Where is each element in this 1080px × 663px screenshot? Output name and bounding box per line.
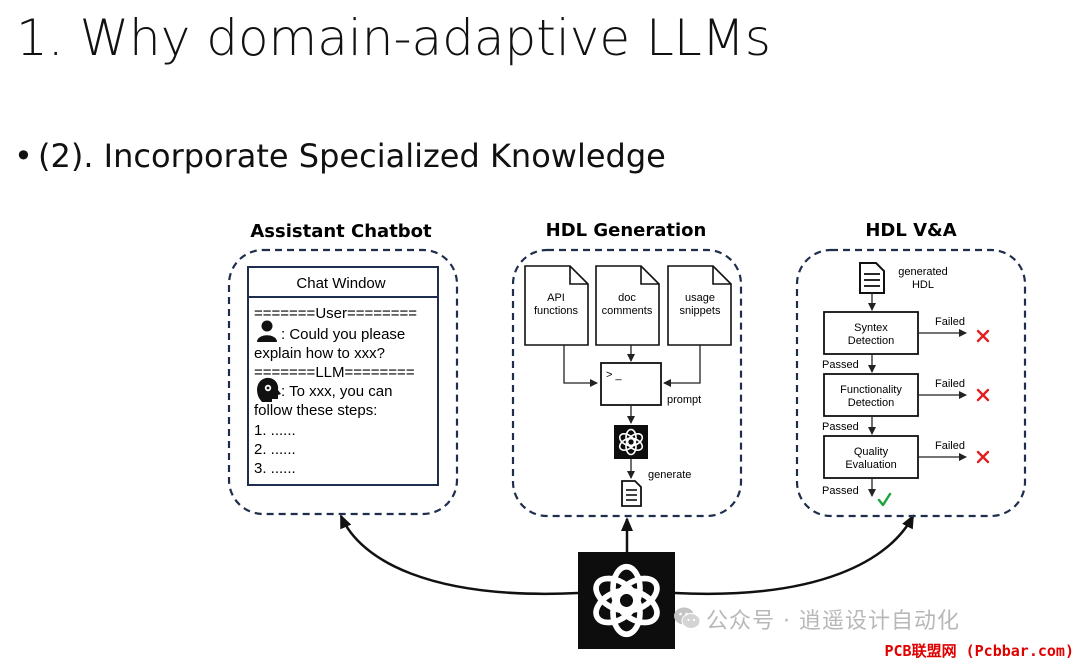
bullet-marker: •	[14, 137, 33, 175]
user-message-line2: explain how to xxx?	[254, 345, 385, 362]
openai-small-icon	[614, 425, 648, 459]
generated-hdl-line1: generated	[898, 266, 948, 278]
generated-file-icon	[621, 480, 642, 507]
stage-functionality-line1: Functionality	[840, 384, 902, 396]
step-1: 1. ......	[254, 422, 296, 439]
stage-functionality-line2: Detection	[848, 397, 894, 409]
stage-syntax-line1: Syntex	[854, 322, 888, 334]
openai-logo-icon	[578, 552, 675, 649]
arc-to-verification	[674, 514, 915, 596]
generated-hdl-line2: HDL	[912, 279, 934, 291]
passed-label-1: Passed	[822, 359, 859, 371]
user-header: =======User========	[254, 305, 417, 322]
connector-api-to-terminal	[563, 345, 598, 387]
chatbot-panel	[227, 248, 459, 516]
stage-quality-line2: Evaluation	[845, 459, 896, 471]
generation-panel-title: HDL Generation	[546, 220, 707, 241]
failed-label-3: Failed	[935, 440, 965, 452]
user-icon	[257, 320, 277, 342]
chat-window-title: Chat Window	[296, 275, 385, 292]
document-doc-comments: doc comments	[595, 265, 660, 346]
bullet-text: (2). Incorporate Specialized Knowledge	[38, 137, 666, 175]
fail-x-icon-2	[976, 388, 990, 402]
fail-x-icon-1	[976, 329, 990, 343]
llm-header: =======LLM========	[254, 364, 415, 381]
document-usage-snippets: usage snippets	[667, 265, 732, 346]
user-message-line1: : Could you please	[281, 326, 405, 343]
failed-label-1: Failed	[935, 316, 965, 328]
fail-x-icon-3	[976, 450, 990, 464]
document-usage-line1: usage	[685, 292, 715, 304]
stage-quality-evaluation	[823, 435, 919, 479]
ai-head-icon	[257, 377, 281, 402]
document-doc-line1: doc	[618, 292, 636, 304]
passed-label-2: Passed	[822, 421, 859, 433]
stage-syntax-detection	[823, 311, 919, 355]
terminal-prompt-glyph: > _	[606, 369, 622, 381]
llm-message-line1: : To xxx, you can	[281, 383, 392, 400]
bullet-point: •(2). Incorporate Specialized Knowledge	[14, 134, 666, 178]
chatbot-panel-title: Assistant Chatbot	[250, 221, 432, 242]
verification-panel	[795, 248, 1027, 518]
connector-usage-to-terminal	[663, 345, 701, 387]
step-3: 3. ......	[254, 460, 296, 477]
generation-panel	[511, 248, 743, 518]
chat-window	[247, 266, 439, 486]
document-api-functions: API functions	[524, 265, 589, 346]
hdl-file-icon	[859, 262, 885, 294]
failed-label-2: Failed	[935, 378, 965, 390]
watermark-text: 公众号 · 逍遥设计自动化	[706, 609, 960, 634]
document-doc-line2: comments	[602, 305, 653, 317]
stage-quality-line1: Quality	[854, 446, 889, 458]
verification-panel-title: HDL V&A	[865, 220, 956, 241]
arc-to-chatbot	[339, 514, 579, 596]
pass-check-icon	[877, 492, 892, 507]
step-2: 2. ......	[254, 441, 296, 458]
document-api-line2: functions	[534, 305, 579, 317]
llm-message-line2: follow these steps:	[254, 402, 377, 419]
wechat-icon	[674, 607, 701, 629]
passed-label-3: Passed	[822, 485, 859, 497]
generate-label: generate	[648, 469, 691, 481]
document-api-line1: API	[547, 292, 565, 304]
stage-syntax-line2: Detection	[848, 335, 894, 347]
document-usage-line2: snippets	[680, 305, 721, 317]
footer-credit: PCB联盟网 (Pcbbar.com)	[884, 642, 1075, 660]
slide-title: 1. Why domain-adaptive LLMs	[16, 9, 771, 67]
prompt-label: prompt	[667, 394, 701, 406]
